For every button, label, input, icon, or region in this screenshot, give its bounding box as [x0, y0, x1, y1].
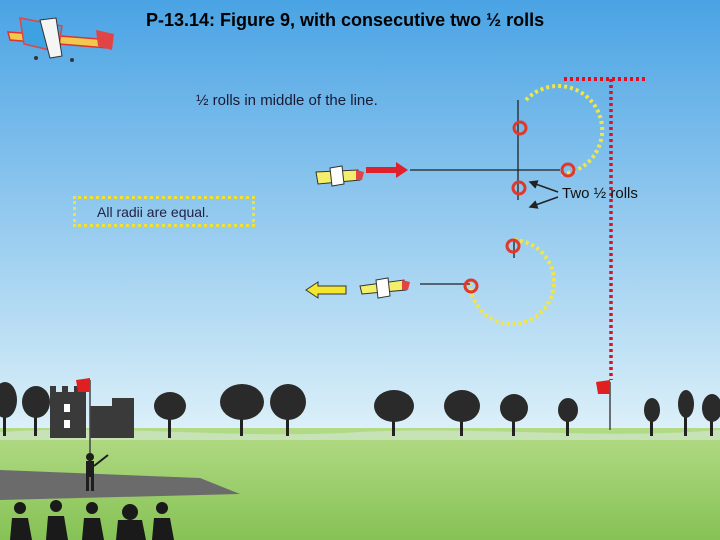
distant-hills [0, 429, 720, 440]
spectator-icon [46, 500, 68, 540]
roll-marker [505, 238, 521, 254]
sky-background [0, 0, 720, 430]
airplane-icon [7, 17, 114, 62]
tree-icon [644, 398, 660, 436]
note-box [73, 196, 255, 227]
roll-marker [512, 120, 528, 136]
tree-icon [220, 384, 264, 436]
tree-row [0, 382, 720, 438]
subtitle-note: ½ rolls in middle of the line. [196, 92, 378, 109]
tree-icon [558, 398, 578, 436]
tree-icon [702, 394, 720, 436]
page-title: P-13.14: Figure 9, with consecutive two … [146, 10, 545, 30]
roll-marker [463, 278, 479, 294]
note-text: All radii are equal. [97, 204, 210, 220]
spectator-row [10, 500, 174, 540]
rolls-label: Two ½ rolls [562, 185, 638, 202]
roll-marker [511, 180, 527, 196]
tree-icon [444, 390, 480, 436]
tree-icon [22, 386, 50, 436]
spectator-icon [82, 502, 104, 540]
exit-direction-arrow [305, 281, 347, 299]
airplane-icon [315, 165, 364, 187]
tree-icon [0, 382, 17, 436]
entry-direction-arrow [366, 162, 408, 178]
airplane-icon [359, 277, 410, 299]
tree-icon [154, 392, 186, 438]
roll-markers [463, 120, 576, 294]
pointer-arrow [528, 180, 559, 193]
top-loop-path [524, 84, 605, 176]
tree-icon [374, 390, 414, 436]
tree-icon [500, 394, 528, 436]
tree-icon [270, 384, 306, 436]
pilot-icon [86, 453, 109, 491]
castle-icon [50, 386, 134, 438]
tree-icon [678, 390, 694, 436]
pointer-arrow [528, 196, 559, 209]
bottom-loop-path [468, 238, 556, 326]
runway-strip [0, 470, 240, 500]
roll-marker [560, 162, 576, 178]
spectator-icon [152, 502, 174, 540]
flag-icon [596, 380, 611, 430]
spectator-icon [10, 502, 32, 540]
spectator-icon [116, 504, 146, 540]
